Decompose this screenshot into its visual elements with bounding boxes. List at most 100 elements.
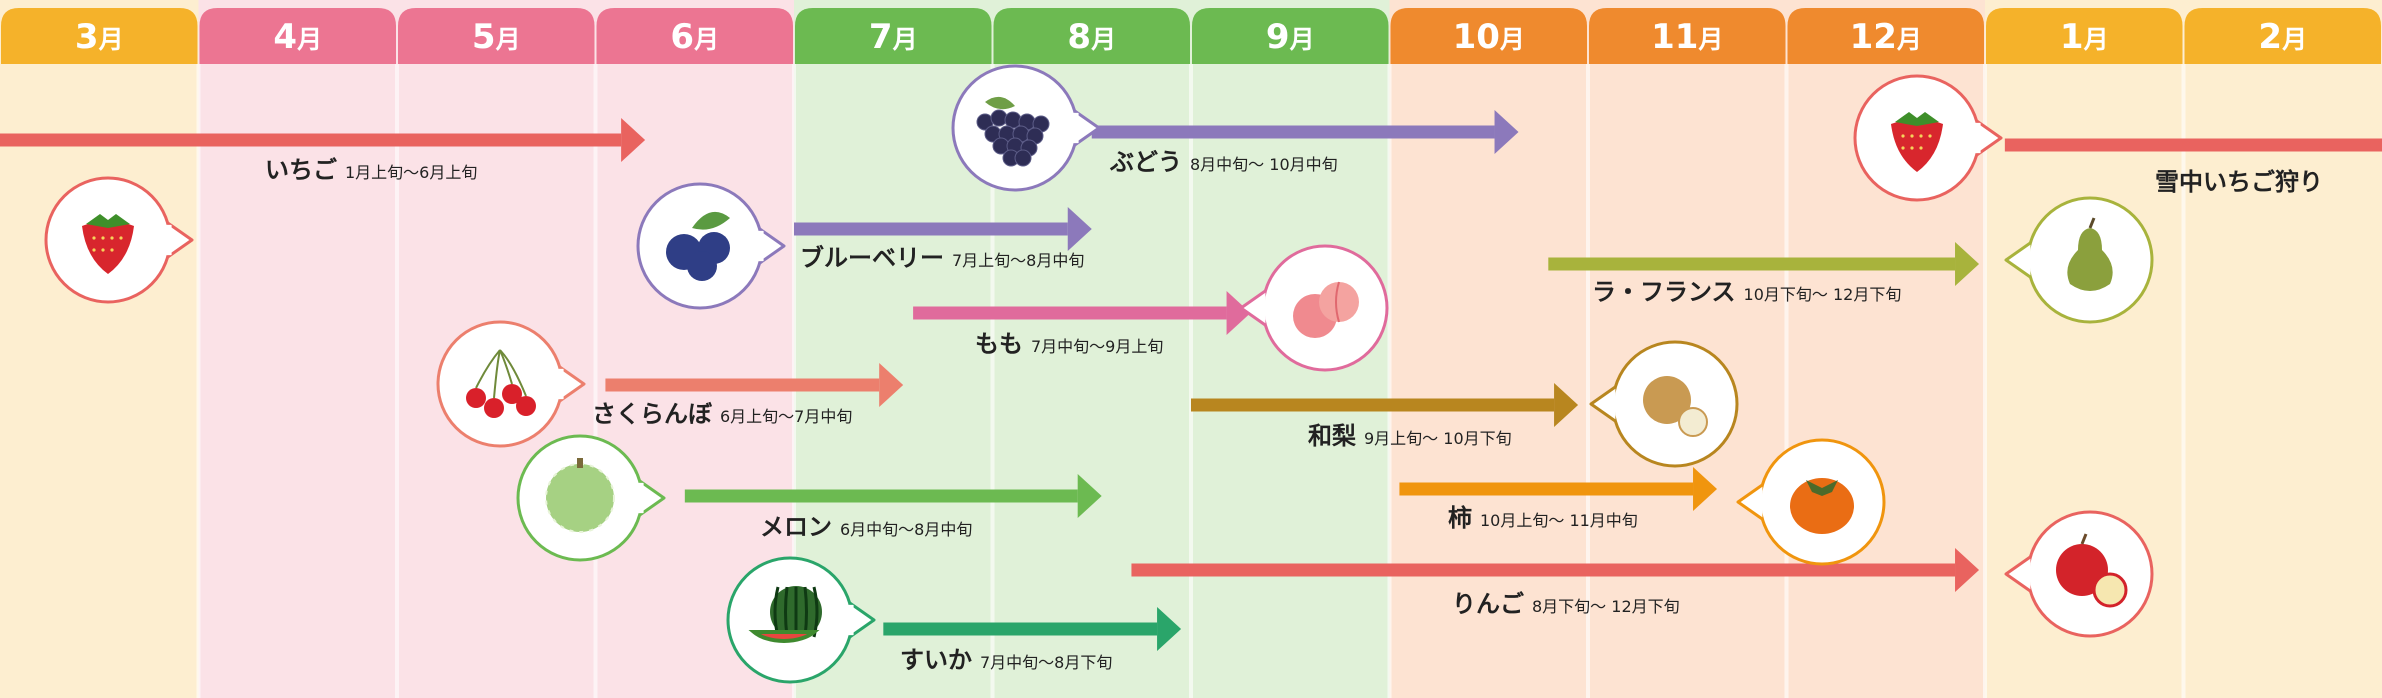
month-label: 2月 [2258, 17, 2307, 57]
period-arrow-body [2004, 138, 2382, 152]
fruit-period: 8月下旬～ 12月下旬 [1532, 597, 1680, 616]
period-arrow-body [1091, 125, 1495, 139]
fruit-name: ブルーベリー [800, 244, 944, 272]
persimmon-icon [1736, 438, 1886, 566]
strawberry-icon [44, 176, 194, 304]
period-arrow-body [0, 133, 622, 147]
fruit-name: さくらんぼ [592, 400, 713, 428]
fruit-name: すいか [900, 646, 972, 674]
fruit-label: ブルーベリー 7月上旬～8月中旬 [800, 244, 1084, 272]
month-label: 8月 [1067, 17, 1116, 57]
fruit-period: 8月中旬～ 10月中旬 [1190, 155, 1338, 174]
fruit-label: すいか 7月中旬～8月下旬 [900, 646, 1112, 674]
period-arrow-body [1191, 398, 1555, 412]
fruit-label: さくらんぼ 6月上旬～7月中旬 [592, 400, 852, 428]
month-tab [1589, 8, 1786, 64]
period-arrow-head [1077, 474, 1102, 518]
period-arrow-head [1693, 467, 1718, 511]
period-arrow-head [1494, 110, 1519, 154]
melon-icon [516, 434, 666, 562]
fruit-label: いちご 1月上旬～6月上旬 [265, 156, 477, 184]
grape-icon [951, 64, 1101, 192]
fruit-period: 10月下旬～ 12月下旬 [1744, 285, 1902, 304]
period-arrow-body [794, 222, 1068, 236]
period-arrow-body [913, 306, 1227, 320]
fruit-name: もも [975, 330, 1023, 358]
fruit-period: 6月上旬～7月中旬 [720, 407, 852, 426]
month-label: 4月 [273, 17, 322, 57]
fruit-name: いちご [265, 156, 337, 184]
month-header: 3月 4月 5月 6月 7月 8月 9月 10月 11月 12月 1月 2月 [1, 8, 2381, 64]
month-tab [1986, 8, 2183, 64]
month-label: 11月 [1651, 17, 1723, 57]
fruit-label: ぶどう 8月中旬～ 10月中旬 [1109, 148, 1338, 176]
fruit-period: 7月中旬～9月上旬 [1031, 337, 1163, 356]
fruit-name: ぶどう [1109, 148, 1182, 176]
fruit-label: 和梨 9月上旬～ 10月下旬 [1308, 422, 1512, 450]
period-arrow-body [1548, 257, 1956, 271]
fruit-name: 和梨 [1308, 422, 1356, 450]
month-tab [795, 8, 992, 64]
period-arrow-head [879, 363, 904, 407]
month-tab [1, 8, 198, 64]
month-tab [398, 8, 595, 64]
period-arrow-body [1399, 482, 1694, 496]
apple-icon [2004, 510, 2154, 638]
month-label: 1月 [2060, 17, 2109, 57]
strawberry-icon [1853, 74, 2003, 202]
fruit-name: メロン [760, 513, 832, 541]
fruit-period: 7月中旬～8月下旬 [980, 653, 1112, 672]
peach-icon [1239, 244, 1389, 372]
period-arrow-head [1955, 242, 1980, 286]
period-arrow-body [605, 378, 880, 392]
period-arrow-head [621, 118, 646, 162]
month-tab [1787, 8, 1984, 64]
month-tab [199, 8, 396, 64]
month-label: 12月 [1850, 17, 1922, 57]
month-tab [1390, 8, 1587, 64]
period-arrow-head [1554, 383, 1579, 427]
fruit-name: 柿 [1448, 504, 1472, 532]
fruit-name: ラ・フランス [1592, 278, 1736, 306]
fruit-label: ラ・フランス 10月下旬～ 12月下旬 [1592, 278, 1901, 306]
fruit-period: 1月上旬～6月上旬 [345, 163, 477, 182]
fruit-period: 9月上旬～ 10月下旬 [1364, 429, 1512, 448]
special-event-label: 雪中いちご狩り [2155, 168, 2323, 196]
cherry-icon [436, 320, 586, 448]
period-arrow-head [1157, 607, 1182, 651]
la-france-pear-icon [2004, 196, 2154, 324]
month-label: 5月 [472, 17, 521, 57]
fruit-period: 6月中旬～8月中旬 [840, 520, 972, 539]
period-arrow-head [1955, 548, 1980, 592]
month-label: 3月 [75, 17, 124, 57]
fruit-period: 7月上旬～8月中旬 [952, 251, 1084, 270]
period-arrow-body [883, 622, 1158, 636]
month-label: 10月 [1453, 17, 1525, 57]
fruit-label: もも 7月中旬～9月上旬 [975, 330, 1163, 358]
fruit-label: 柿 10月上旬～ 11月中旬 [1448, 504, 1638, 532]
month-tab [1192, 8, 1389, 64]
month-label: 9月 [1266, 17, 1315, 57]
watermelon-icon [726, 556, 876, 684]
blueberry-icon [636, 182, 786, 310]
month-tab [993, 8, 1190, 64]
month-label: 7月 [869, 17, 918, 57]
fruit-icons [44, 64, 2154, 684]
fruit-period: 10月上旬～ 11月中旬 [1480, 511, 1638, 530]
fruit-label: りんご 8月下旬～ 12月下旬 [1452, 590, 1680, 618]
month-tab [596, 8, 793, 64]
period-arrow-body [684, 489, 1078, 503]
month-tab [2184, 8, 2381, 64]
fruit-name: りんご [1452, 590, 1524, 618]
japanese-pear-icon [1589, 340, 1739, 468]
fruit-label: メロン 6月中旬～8月中旬 [760, 513, 972, 541]
period-arrow-body [1131, 563, 1956, 577]
period-arrow-head [1067, 207, 1092, 251]
season-background [0, 0, 199, 698]
fruit-arrows [0, 110, 2382, 651]
month-label: 6月 [670, 17, 719, 57]
period-arrow-head [1226, 291, 1251, 335]
